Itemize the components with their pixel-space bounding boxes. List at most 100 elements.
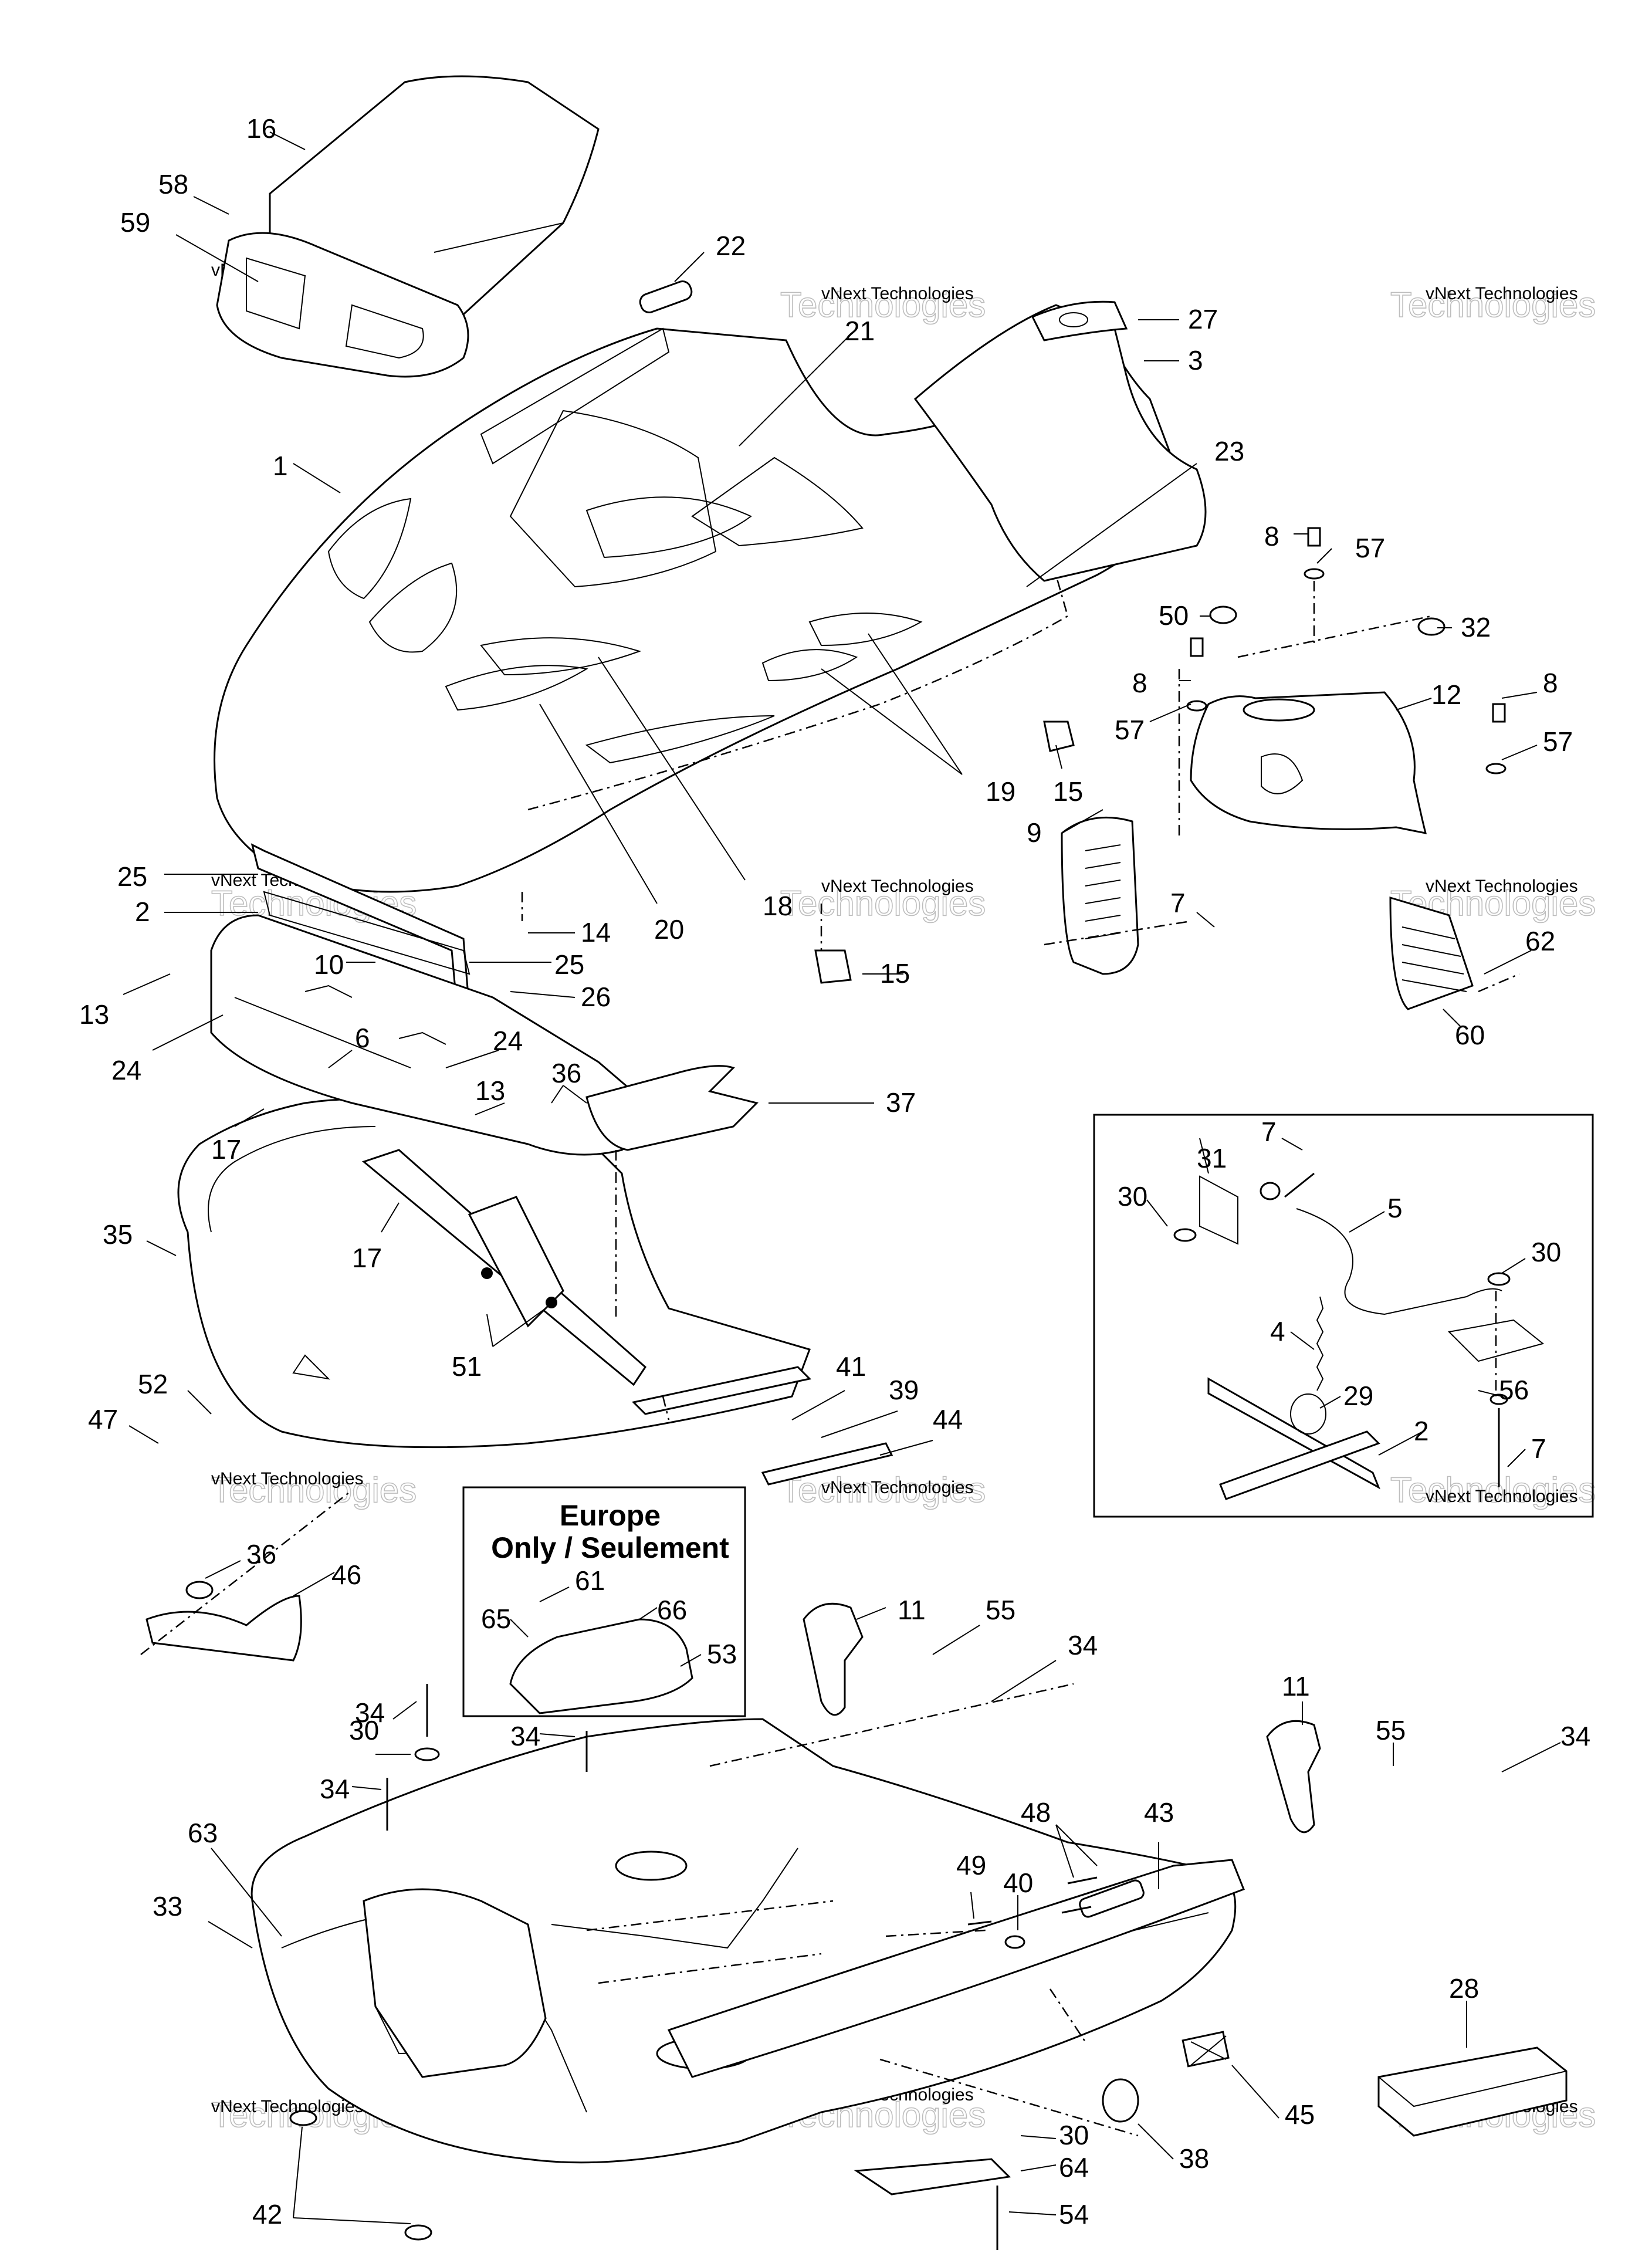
callout-label: 12 <box>1431 679 1461 710</box>
callout-label: 34 <box>1068 1630 1098 1660</box>
callout-label: 4 <box>1270 1316 1285 1347</box>
cap-part <box>1209 605 1237 624</box>
callout-label: 28 <box>1449 1973 1479 2004</box>
callout-label: 2 <box>135 897 150 927</box>
callout-label: 10 <box>314 949 344 980</box>
callout-label: 34 <box>355 1697 385 1728</box>
callout-label: 49 <box>956 1850 986 1880</box>
callout-label: 30 <box>1531 1237 1561 1267</box>
callout-label: 61 <box>575 1565 605 1596</box>
callout-label: 66 <box>657 1595 687 1625</box>
callout-label: 2 <box>1414 1416 1429 1446</box>
bracket-64-part <box>854 2158 1011 2196</box>
callout-label: 26 <box>581 982 611 1012</box>
callout-label: 6 <box>355 1023 370 1053</box>
callout-label: 1 <box>273 451 288 481</box>
callout-label: 23 <box>1214 436 1244 466</box>
callout-label: 52 <box>138 1369 168 1399</box>
callout-label: 54 <box>1059 2199 1089 2230</box>
rear-cover-part <box>1190 691 1427 834</box>
bracket-37-part <box>585 1065 759 1151</box>
callout-label: 8 <box>1264 521 1279 552</box>
bolt-washer-group <box>1186 527 1507 774</box>
callout-label: 18 <box>763 891 793 921</box>
callout-label: 7 <box>1531 1433 1546 1464</box>
callout-label: 25 <box>117 861 147 892</box>
callout-label: 42 <box>252 2199 282 2230</box>
callout-label: 34 <box>510 1721 540 1751</box>
decal-sheet-part <box>1377 2046 1568 2137</box>
callout-label: 8 <box>1132 668 1147 698</box>
callout-label: 8 <box>1543 668 1558 698</box>
callout-label: 36 <box>246 1539 276 1569</box>
callout-label: 57 <box>1115 715 1145 745</box>
callout-label: 34 <box>320 1774 350 1804</box>
callout-label: 55 <box>1376 1715 1406 1745</box>
callout-label: 30 <box>1059 2120 1089 2150</box>
callout-label: 13 <box>475 1075 505 1106</box>
side-panel-part <box>363 1888 547 2078</box>
console-insert-part <box>216 232 469 378</box>
callout-label: 64 <box>1059 2152 1089 2183</box>
callout-label: 55 <box>986 1595 1015 1625</box>
callout-label: 50 <box>1159 600 1189 631</box>
watermark: Technologies vNext Technologies <box>780 1470 986 1510</box>
callout-label: 13 <box>79 999 109 1030</box>
callout-label: 33 <box>153 1891 182 1922</box>
watermark-big-2: Technologies <box>780 285 986 324</box>
callout-label: 25 <box>554 949 584 980</box>
watermark-big-9: Technologies <box>1390 1470 1596 1510</box>
cable-detail-inset <box>1093 1114 1594 1518</box>
callout-label: 48 <box>1021 1797 1051 1828</box>
watermark: Technologies vNext Technologies <box>780 284 986 325</box>
watermark-small-5: vNext Technologies <box>821 877 974 896</box>
parts-layer <box>140 75 1568 2250</box>
callout-label: 20 <box>654 914 684 945</box>
callout-label: 34 <box>1560 1721 1590 1751</box>
callout-label: 39 <box>889 1375 919 1405</box>
callout-label: 31 <box>1197 1143 1227 1173</box>
bumper-part <box>1266 1720 1321 1833</box>
watermark: Technologies vNext Technologies <box>1390 1470 1596 1510</box>
callout-label: 3 <box>1188 345 1203 376</box>
watermark: Technologies vNext Technologies <box>211 1469 417 1510</box>
callout-label: 38 <box>1179 2143 1209 2174</box>
rub-rail-part <box>667 1859 1245 2078</box>
seat-part <box>913 304 1207 582</box>
watermark-small-10: vNext Technologies <box>211 2097 364 2116</box>
callout-label: 30 <box>1118 1181 1147 1212</box>
callout-label: 9 <box>1027 817 1042 848</box>
watermark-small-8: vNext Technologies <box>821 1478 974 1497</box>
callout-label: 11 <box>1282 1671 1310 1701</box>
callout-label: 14 <box>581 917 611 948</box>
callout-label: 37 <box>886 1087 916 1118</box>
callout-label: 19 <box>986 776 1015 807</box>
watermark: Technologies vNext Technologies <box>1390 284 1596 325</box>
callout-label: 17 <box>211 1134 241 1165</box>
cap-part <box>1417 617 1446 636</box>
callout-label: 62 <box>1525 926 1555 956</box>
callout-label: 43 <box>1144 1797 1174 1828</box>
callout-label: 41 <box>836 1351 866 1382</box>
clip-part <box>639 280 693 313</box>
watermark-big-5: Technologies <box>780 884 986 923</box>
europe-plate-part <box>509 1618 693 1714</box>
watermark-big-3: Technologies <box>1390 285 1596 324</box>
callout-label: 59 <box>120 207 150 238</box>
watermark-small-3: vNext Technologies <box>1426 284 1578 303</box>
callout-label: 57 <box>1543 726 1573 757</box>
callout-label: 46 <box>331 1559 361 1590</box>
callout-label: 57 <box>1355 533 1385 563</box>
callout-label: 45 <box>1285 2099 1315 2130</box>
europe-only-box: Europe Only / Seulement <box>462 1486 746 1717</box>
callout-label: 11 <box>898 1595 926 1625</box>
callout-label: 5 <box>1387 1193 1403 1223</box>
leader-lines <box>123 131 1561 2224</box>
watermark-small-6: vNext Technologies <box>1426 877 1578 896</box>
strap-part <box>1031 300 1128 341</box>
watermark-small-9: vNext Technologies <box>1426 1487 1578 1506</box>
callout-label: 7 <box>1261 1117 1277 1147</box>
callout-label: 24 <box>493 1026 523 1056</box>
callout-label: 16 <box>246 113 276 144</box>
callout-label: 29 <box>1343 1381 1373 1411</box>
